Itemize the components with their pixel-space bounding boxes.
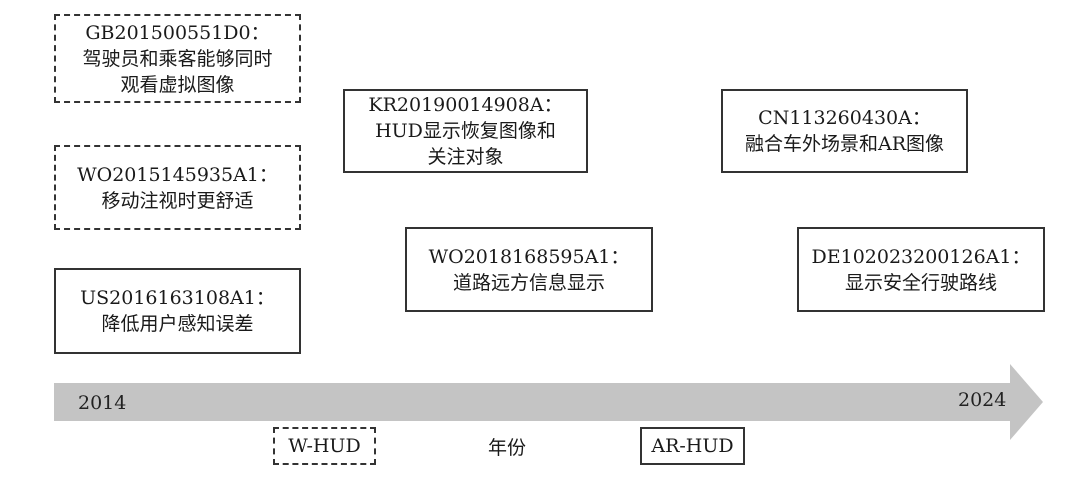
timeline-end-year: 2024 [958,389,1007,411]
patent-box-wo2018168595a1: WO2018168595A1： 道路远方信息显示 [405,227,653,312]
patent-desc-line: 显示安全行驶路线 [844,271,997,294]
timeline-start-year: 2014 [78,392,127,414]
legend-w-hud-label: W-HUD [288,435,361,457]
axis-label: 年份 [488,437,527,459]
patent-box-wo2015145935a1: WO2015145935A1： 移动注视时更舒适 [54,145,301,230]
patent-desc-line: HUD显示恢复图像和 [375,120,556,142]
patent-desc-line: 观看虚拟图像 [120,73,235,96]
patent-desc-line: 道路远方信息显示 [452,271,605,294]
legend-ar-hud: AR-HUD [640,427,745,465]
patent-box-us2016163108a1: US2016163108A1： 降低用户感知误差 [54,268,301,354]
patent-id: WO2015145935A1： [77,163,278,186]
patent-id: US2016163108A1： [80,287,275,309]
patent-id: GB201500551D0： [85,21,270,44]
patent-box-cn113260430a: CN113260430A： 融合车外场景和AR图像 [721,89,968,173]
patent-id: WO2018168595A1： [428,245,630,268]
patent-desc-line: 关注对象 [427,146,504,168]
patent-desc-line: 移动注视时更舒适 [101,189,254,212]
patent-desc-line: 降低用户感知误差 [101,313,254,335]
patent-box-de102023200126a1: DE102023200126A1： 显示安全行驶路线 [797,227,1045,312]
legend-ar-hud-label: AR-HUD [651,435,734,457]
patent-box-gb201500551d0: GB201500551D0： 驾驶员和乘客能够同时 观看虚拟图像 [54,14,301,103]
timeline-arrow-shape [54,364,1043,440]
patent-desc-line: 融合车外场景和AR图像 [744,133,945,155]
patent-box-kr20190014908a: KR20190014908A： HUD显示恢复图像和 关注对象 [343,89,588,173]
legend-w-hud: W-HUD [273,427,376,465]
patent-id: DE102023200126A1： [811,245,1031,268]
patent-desc-line: 驾驶员和乘客能够同时 [82,47,273,70]
patent-id: KR20190014908A： [368,94,563,116]
patent-id: CN113260430A： [758,107,931,129]
